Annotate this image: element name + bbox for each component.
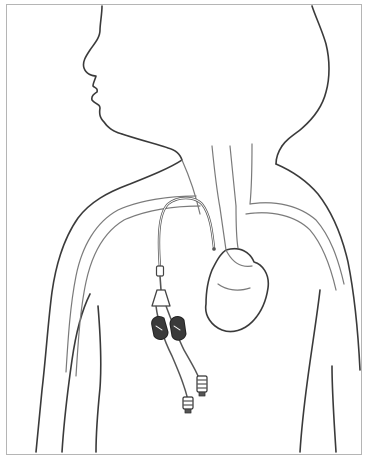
catheter-shaft	[160, 276, 161, 290]
catheter-tip	[212, 247, 216, 251]
catheter-cuff	[157, 266, 164, 276]
clamp-right	[170, 317, 186, 341]
